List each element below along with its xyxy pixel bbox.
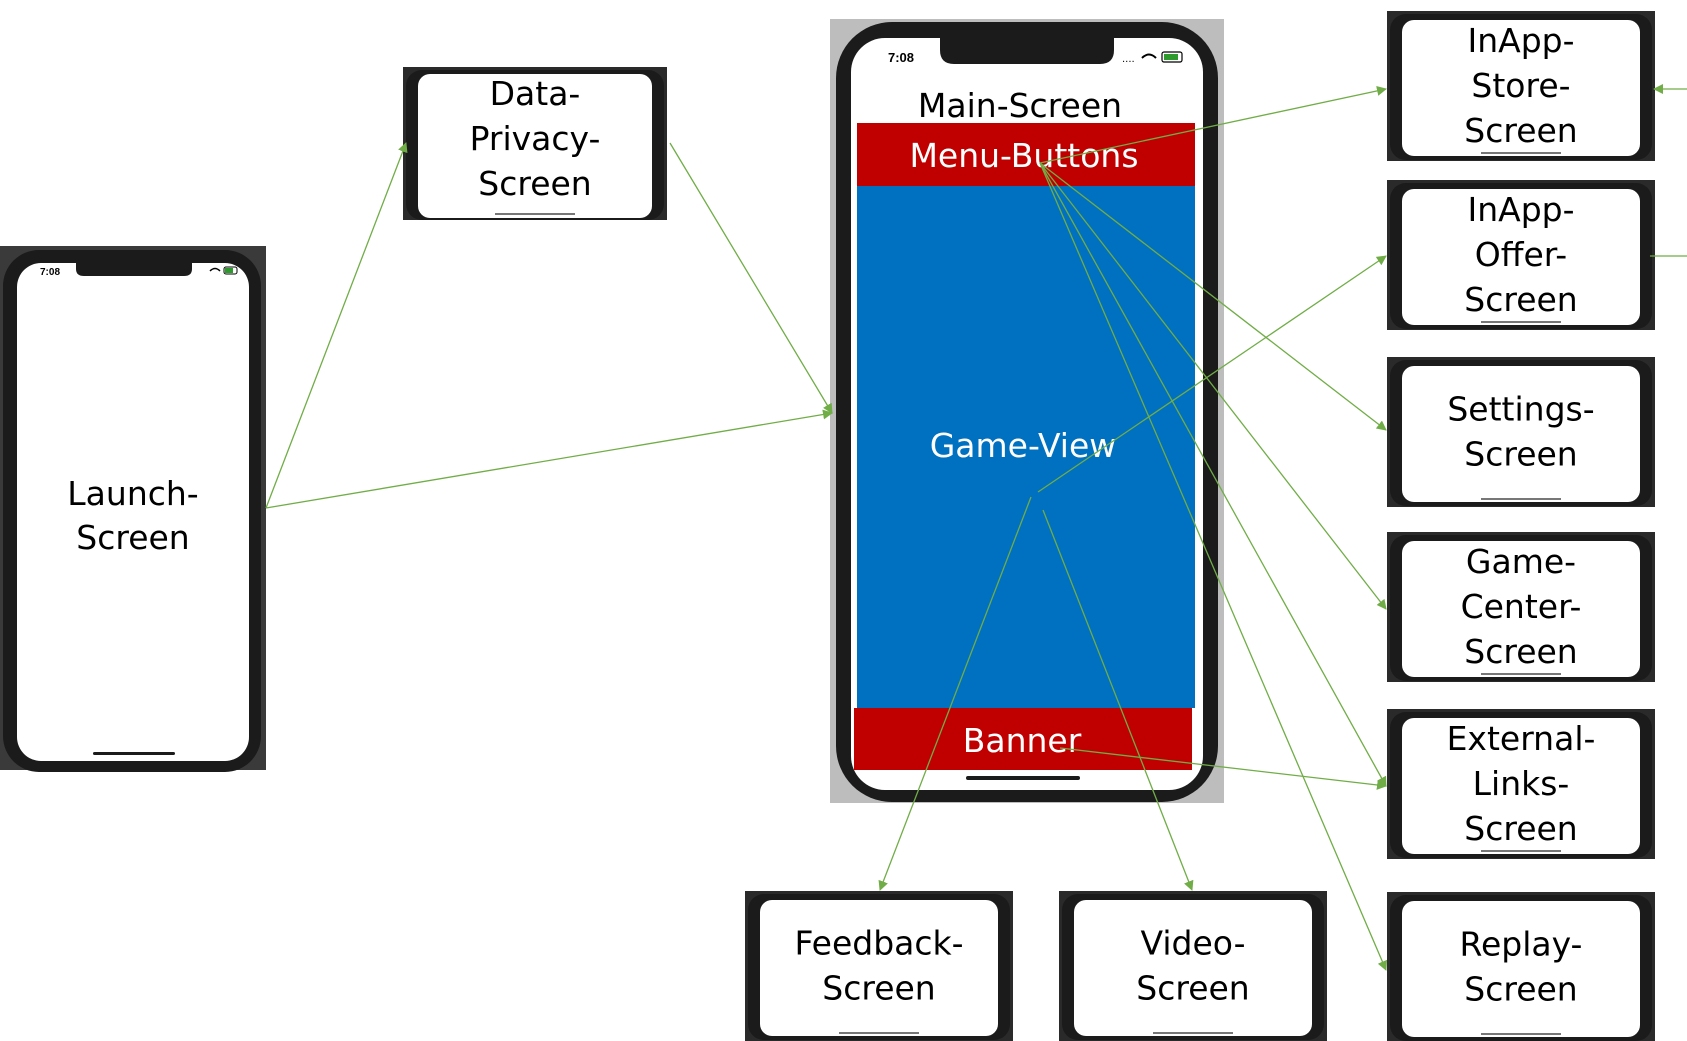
battery-icon bbox=[1161, 51, 1183, 63]
notch bbox=[1466, 183, 1576, 189]
game-view-area[interactable] bbox=[857, 186, 1195, 708]
right-screen-5: Replay- Screen bbox=[1387, 892, 1655, 1041]
privacy-label-line2: Privacy- bbox=[470, 119, 601, 158]
wifi-icon bbox=[1141, 53, 1157, 59]
right-screen-label-line: InApp- bbox=[1467, 21, 1574, 60]
arrow-banner-to-external-links bbox=[1059, 747, 1387, 790]
menu-buttons-label: Menu-Buttons bbox=[909, 136, 1138, 175]
right-screen-label-line: Settings- bbox=[1447, 390, 1594, 429]
right-screen-1: InApp- Offer- Screen bbox=[1387, 180, 1655, 330]
right-screen-label-line: Store- bbox=[1471, 66, 1570, 105]
svg-text:....: .... bbox=[1122, 54, 1135, 65]
arrow-launch-to-privacy bbox=[265, 142, 408, 509]
arrow-game-to-feedback bbox=[878, 496, 1032, 891]
bottom-screen-0: Feedback- Screen bbox=[745, 891, 1013, 1041]
main-screen-title: Main-Screen bbox=[918, 86, 1122, 125]
bottom-screen-label-line: Feedback- bbox=[794, 924, 963, 963]
notch bbox=[940, 38, 1114, 64]
notch bbox=[1466, 14, 1576, 20]
right-screen-label-line: Screen bbox=[1464, 809, 1577, 848]
game-view-label: Game-View bbox=[930, 426, 1117, 465]
battery-icon bbox=[223, 266, 238, 275]
right-screen-label-line: Screen bbox=[1464, 435, 1577, 474]
bottom-screen-1: Video- Screen bbox=[1059, 891, 1327, 1041]
right-screen-label-line: Game- bbox=[1466, 542, 1576, 581]
notch bbox=[1466, 360, 1576, 366]
home-indicator bbox=[93, 752, 175, 755]
status-icons: .... bbox=[1122, 51, 1183, 65]
privacy-label-line3: Screen bbox=[478, 164, 591, 203]
offscreen-arrow-stubs bbox=[1650, 84, 1687, 257]
menu-buttons-bar[interactable] bbox=[857, 123, 1195, 186]
notch bbox=[1138, 894, 1248, 900]
right-screen-label-line: Center- bbox=[1461, 587, 1582, 626]
arrow-privacy-to-main bbox=[669, 142, 833, 414]
right-screen-label-line: External- bbox=[1447, 719, 1596, 758]
banner-label: Banner bbox=[963, 721, 1082, 760]
launch-label-line1: Launch- bbox=[67, 474, 198, 513]
right-screen-label-line: Replay- bbox=[1460, 925, 1583, 964]
right-screen-label-line: InApp- bbox=[1467, 190, 1574, 229]
arrow-menu-to-external-links bbox=[1039, 162, 1387, 787]
right-screen-label-line: Screen bbox=[1464, 280, 1577, 319]
data-privacy-screen-phone: Data- Privacy- Screen bbox=[403, 67, 667, 220]
notch bbox=[1466, 712, 1576, 718]
privacy-label-line1: Data- bbox=[490, 74, 581, 113]
right-screen-4: External- Links- Screen bbox=[1387, 709, 1655, 859]
notch bbox=[1466, 895, 1576, 901]
status-icons bbox=[209, 266, 238, 275]
right-screen-label-line: Links- bbox=[1473, 764, 1570, 803]
bottom-screen-label-line: Screen bbox=[822, 969, 935, 1008]
banner-area[interactable] bbox=[854, 708, 1192, 770]
bottom-screen-label-line: Video- bbox=[1141, 924, 1246, 963]
notch bbox=[824, 894, 934, 900]
bottom-screens: Feedback- Screen Video- Screen bbox=[745, 891, 1327, 1041]
status-time: 7:08 bbox=[40, 267, 60, 278]
right-screen-2: Settings- Screen bbox=[1387, 357, 1655, 507]
right-screen-0: InApp- Store- Screen bbox=[1387, 11, 1655, 161]
notch bbox=[1466, 535, 1576, 541]
right-screen-label-line: Screen bbox=[1464, 111, 1577, 150]
arrow-game-to-inapp-offer bbox=[1037, 255, 1387, 493]
notch bbox=[76, 263, 192, 276]
home-indicator bbox=[966, 776, 1080, 780]
launch-label-line2: Screen bbox=[76, 518, 189, 557]
bottom-screen-label-line: Screen bbox=[1136, 969, 1249, 1008]
right-screen-label-line: Screen bbox=[1464, 970, 1577, 1009]
arrow-game-to-video bbox=[1042, 509, 1194, 891]
wifi-icon bbox=[209, 267, 221, 272]
arrow-menu-to-replay bbox=[1039, 162, 1388, 971]
right-screen-label-line: Screen bbox=[1464, 632, 1577, 671]
arrow-launch-to-main bbox=[265, 409, 833, 509]
arrow-menu-to-inapp-store bbox=[1039, 85, 1387, 164]
arrows bbox=[265, 85, 1388, 971]
arrow-menu-to-settings bbox=[1039, 162, 1387, 431]
status-time: 7:08 bbox=[888, 50, 914, 65]
arrow-menu-to-game-center bbox=[1039, 162, 1387, 610]
right-screen-3: Game- Center- Screen bbox=[1387, 532, 1655, 682]
right-screens: InApp-Store-ScreenInApp-Offer-ScreenSett… bbox=[1387, 11, 1655, 1041]
right-screen-label-line: Offer- bbox=[1475, 235, 1567, 274]
launch-screen-phone: 7:08 Launch- Screen bbox=[0, 246, 266, 772]
